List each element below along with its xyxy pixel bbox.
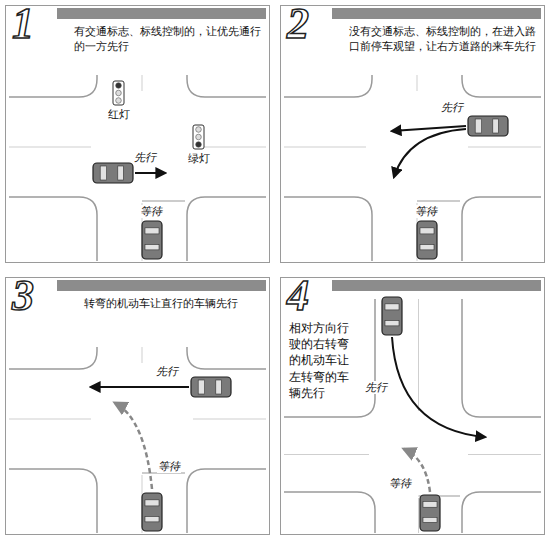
lane-line — [142, 347, 143, 363]
traffic-light — [193, 125, 204, 149]
car — [382, 297, 402, 335]
lane-line — [284, 454, 369, 455]
curb — [462, 197, 541, 261]
panel-box: 4相对方向行驶的右转弯的机动车让左转弯的车辆先行 — [280, 277, 545, 535]
panel-number: 4 — [287, 274, 309, 318]
lane-line — [418, 299, 419, 411]
car-label: 等待 — [388, 477, 412, 490]
car-label: 先行 — [440, 101, 464, 114]
car — [142, 493, 162, 531]
curb — [187, 75, 266, 97]
lane-line — [417, 75, 418, 91]
car — [420, 495, 440, 531]
car-label: 等待 — [139, 205, 163, 218]
panel-number: 3 — [12, 274, 34, 318]
curb — [187, 469, 266, 533]
curb — [9, 347, 97, 369]
panel-number: 1 — [12, 2, 34, 46]
panel-art — [9, 8, 266, 261]
header-bar — [57, 280, 266, 291]
car — [191, 377, 231, 397]
curb — [462, 299, 541, 417]
rule-caption: 转弯的机动车让直行的车辆先行 — [84, 297, 249, 312]
car-label: 等待 — [414, 205, 438, 218]
car-label: 先行 — [364, 381, 388, 394]
panel-box: 1 有交通标志、标线控制的，让优先通行的一方先行 — [5, 5, 270, 263]
rule-caption: 有交通标志、标线控制的，让优先通行的一方先行 — [74, 25, 264, 55]
car — [417, 221, 437, 259]
header-bar — [332, 280, 541, 291]
curb — [284, 75, 372, 97]
wait-arrow — [115, 403, 152, 489]
curb — [284, 492, 375, 533]
stop-line — [417, 200, 460, 202]
lane-line — [418, 498, 419, 533]
lane-line — [9, 419, 91, 420]
curb — [187, 197, 266, 261]
curb — [9, 469, 97, 533]
header-bar — [57, 8, 266, 19]
go-arrow — [91, 386, 189, 388]
go-arrow — [394, 129, 466, 177]
lane-line — [193, 419, 266, 420]
curb — [9, 197, 97, 261]
lane-line — [9, 147, 91, 148]
go-arrow — [135, 172, 165, 174]
traffic-light — [113, 81, 124, 105]
panel-box: 3 转弯的机动车让直行的车辆先行 — [5, 277, 270, 535]
panel-number: 2 — [287, 2, 309, 46]
car-label: 等待 — [157, 460, 181, 473]
lane-line — [142, 75, 143, 91]
lane-line — [284, 147, 366, 148]
stop-line — [142, 200, 185, 202]
curb — [462, 492, 541, 533]
panel-art — [284, 8, 541, 261]
panel-art — [284, 280, 541, 533]
car-label: 先行 — [155, 365, 179, 378]
curb — [9, 75, 97, 97]
lane-line — [468, 147, 541, 148]
light-label: 绿灯 — [187, 152, 211, 165]
car-label: 先行 — [133, 151, 157, 164]
panel-art — [9, 280, 266, 533]
curb — [462, 75, 541, 97]
header-bar — [332, 8, 541, 19]
car — [468, 116, 508, 136]
rule-caption: 没有交通标志、标线控制的，在进入路口前停车观望，让右方道路的来车先行 — [349, 25, 539, 55]
lane-line — [468, 454, 541, 455]
curb — [284, 197, 372, 261]
curb — [187, 347, 266, 369]
car — [142, 221, 162, 259]
rule-caption: 相对方向行驶的右转弯的机动车让左转弯的车辆先行 — [289, 320, 357, 401]
go-arrow — [392, 337, 485, 437]
car — [93, 163, 133, 183]
light-label: 红灯 — [107, 108, 131, 121]
panel-box: 2 没有交通标志、标线控制的，在进入路口前停车观望，让右方道路的来车先行 — [280, 5, 545, 263]
